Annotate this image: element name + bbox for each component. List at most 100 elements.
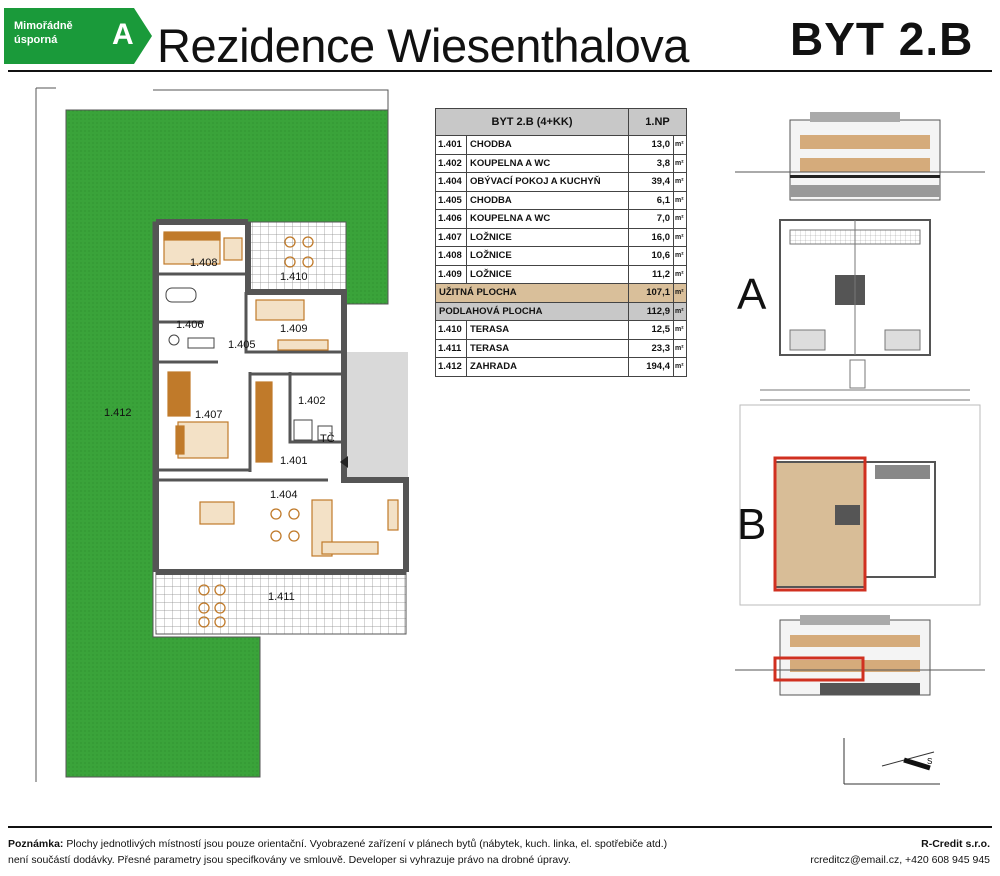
footer-note: Poznámka: Plochy jednotlivých místností … xyxy=(8,836,768,868)
company-info: R-Credit s.r.o. rcreditcz@email.cz, +420… xyxy=(810,836,990,868)
floor-area-row-label: PODLAHOVÁ PLOCHA xyxy=(435,301,629,321)
room-name: CHODBA xyxy=(466,190,629,210)
area-unit: m² xyxy=(673,227,687,247)
block-a-plan xyxy=(779,219,931,356)
room-code: 1.407 xyxy=(435,227,467,247)
room-name: KOUPELNA A WC xyxy=(466,209,629,229)
area-unit: m² xyxy=(673,301,687,321)
room-name: OBÝVACÍ POKOJ A KUCHYŇ xyxy=(466,172,629,192)
neighbour-area xyxy=(344,352,408,482)
room-name: LOŽNICE xyxy=(466,227,629,247)
block-b-label: B xyxy=(737,500,767,549)
label-1412: 1.412 xyxy=(104,407,132,419)
block-b-plan xyxy=(773,456,936,592)
label-1401: 1.401 xyxy=(280,455,308,467)
label-1408: 1.408 xyxy=(190,257,218,269)
site-lines xyxy=(739,359,981,606)
room-code: 1.410 xyxy=(435,320,467,340)
outer-walls xyxy=(153,219,409,575)
room-area: 6,1 xyxy=(628,190,674,210)
room-code: 1.405 xyxy=(435,190,467,210)
room-code: 1.404 xyxy=(435,172,467,192)
room-name: TERASA xyxy=(466,338,629,358)
area-unit: m² xyxy=(673,338,687,358)
usable-area-row-area: 107,1 xyxy=(628,283,674,303)
label-1409: 1.409 xyxy=(280,323,308,335)
room-code: 1.406 xyxy=(435,209,467,229)
furniture xyxy=(163,231,399,557)
north-arrow-icon: S xyxy=(843,738,940,785)
unit-highlight-elevation xyxy=(773,656,865,682)
room-name: LOŽNICE xyxy=(466,264,629,284)
area-unit: m² xyxy=(673,153,687,173)
room-code: 1.411 xyxy=(435,338,467,358)
area-unit: m² xyxy=(673,264,687,284)
header-divider xyxy=(8,70,992,72)
area-unit: m² xyxy=(673,135,687,155)
area-unit: m² xyxy=(673,320,687,340)
area-unit: m² xyxy=(673,209,687,229)
room-area: 10,6 xyxy=(628,246,674,266)
label-1410: 1.410 xyxy=(280,271,308,283)
entrance-arrow xyxy=(340,456,348,468)
garden-fence xyxy=(153,89,389,110)
energy-label-line1: Mimořádně xyxy=(14,20,73,32)
note-text-1: Plochy jednotlivých místností jsou pouze… xyxy=(66,838,668,850)
compass-letter: S xyxy=(927,757,932,766)
room-code: 1.408 xyxy=(435,246,467,266)
room-area: 11,2 xyxy=(628,264,674,284)
label-1404: 1.404 xyxy=(270,489,298,501)
energy-class-letter: A xyxy=(112,18,134,51)
room-area: 39,4 xyxy=(628,172,674,192)
area-unit: m² xyxy=(673,190,687,210)
project-title: Rezidence Wiesenthalova xyxy=(157,19,689,72)
energy-class-badge: Mimořádně úsporná A xyxy=(4,6,154,66)
room-name: ZAHRADA xyxy=(466,357,629,377)
energy-label-line2: úsporná xyxy=(14,34,58,46)
label-1402: 1.402 xyxy=(298,395,326,407)
elevation-bottom xyxy=(735,615,985,696)
area-unit: m² xyxy=(673,246,687,266)
room-area: 194,4 xyxy=(628,357,674,377)
room-area: 13,0 xyxy=(628,135,674,155)
building-key-plans xyxy=(735,112,985,696)
floor-area-row-area: 112,9 xyxy=(628,301,674,321)
energy-badge-shape xyxy=(4,8,152,64)
room-area: 23,3 xyxy=(628,338,674,358)
table-header-floor: 1.NP xyxy=(628,108,687,136)
company-contact: rcreditcz@email.cz, +420 608 945 945 xyxy=(810,854,990,866)
note-label: Poznámka: xyxy=(8,838,64,850)
room-area: 3,8 xyxy=(628,153,674,173)
dining-sets xyxy=(198,236,314,628)
area-unit: m² xyxy=(673,283,687,303)
room-name: LOŽNICE xyxy=(466,246,629,266)
floor-plan: 1.408 1.410 1.406 1.409 1.405 1.402 1.40… xyxy=(35,87,409,782)
label-1405: 1.405 xyxy=(228,339,256,351)
room-area: 7,0 xyxy=(628,209,674,229)
footer-divider xyxy=(8,826,992,828)
room-name: KOUPELNA A WC xyxy=(466,153,629,173)
room-name: CHODBA xyxy=(466,135,629,155)
area-unit: m² xyxy=(673,357,687,377)
room-code: 1.401 xyxy=(435,135,467,155)
bathroom-fixtures xyxy=(165,287,333,441)
block-a-label: A xyxy=(737,270,767,319)
room-name: TERASA xyxy=(466,320,629,340)
room-code: 1.412 xyxy=(435,357,467,377)
unit-highlight-plan xyxy=(773,456,867,592)
company-name: R-Credit s.r.o. xyxy=(921,838,990,850)
elevation-top xyxy=(735,112,985,201)
label-1407: 1.407 xyxy=(195,409,223,421)
label-heatpump: TČ xyxy=(320,432,335,445)
